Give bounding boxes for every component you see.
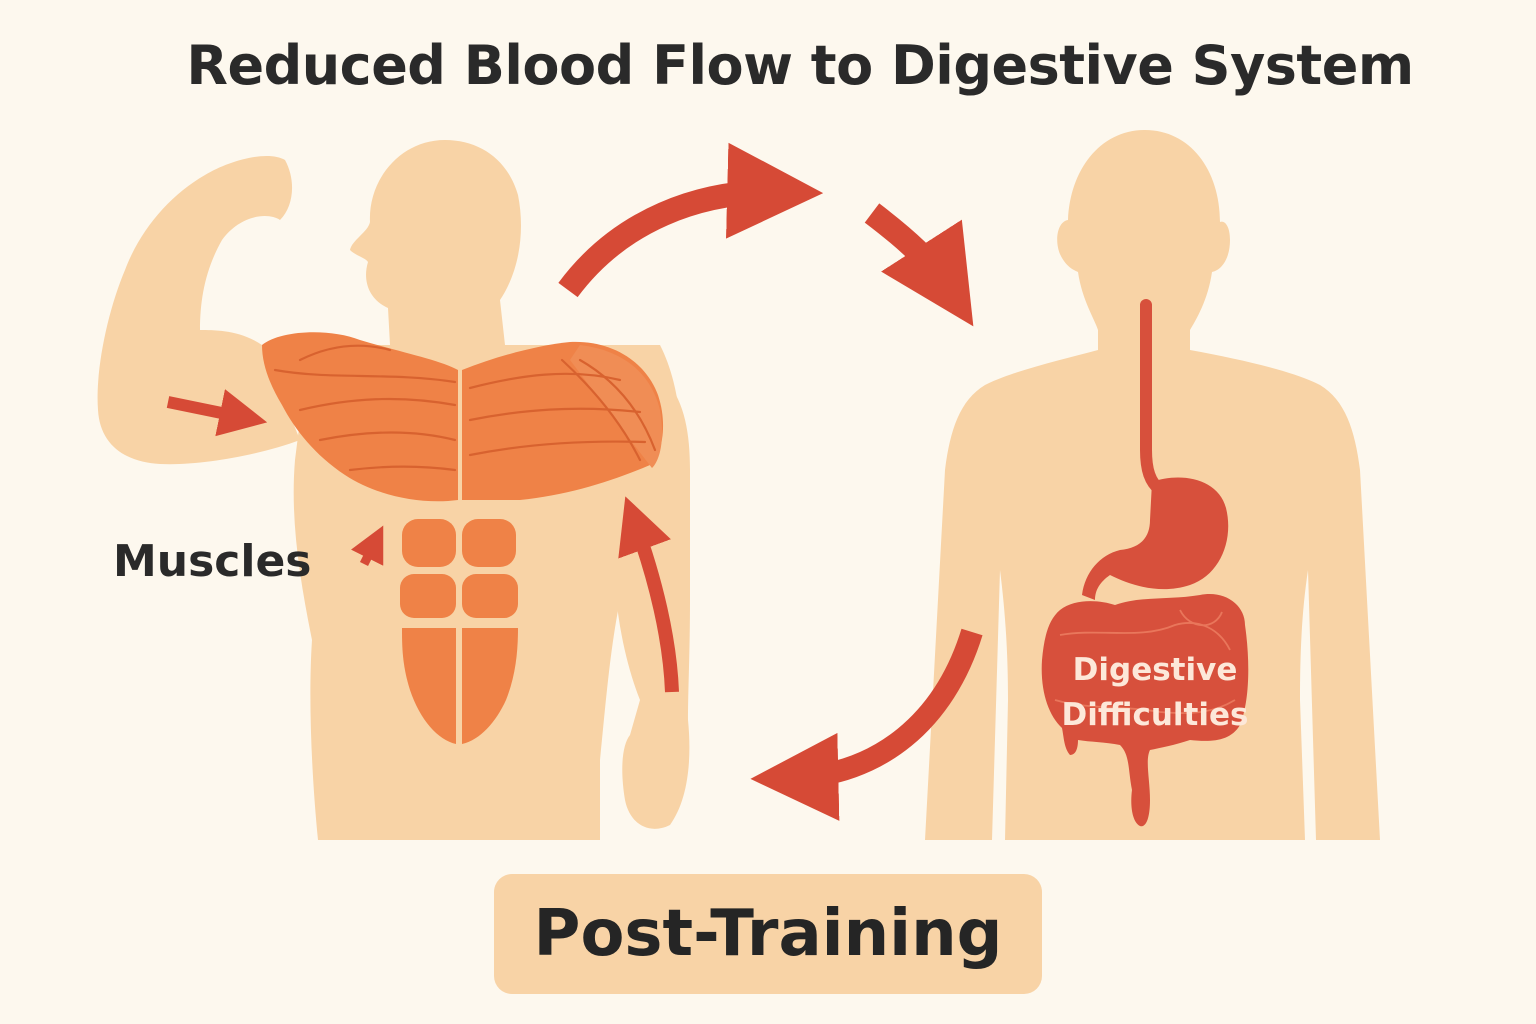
banner-text: Post-Training (533, 897, 1003, 971)
digestive-label-line2: Difficulties (1061, 696, 1249, 733)
flow-arrow-right (864, 203, 974, 327)
flow-arrow-bottom (750, 628, 983, 821)
stomach (1082, 477, 1229, 600)
digestive-difficulties-label: Digestive Difficulties (1040, 648, 1270, 738)
ab-4 (462, 574, 518, 618)
human-silhouette-figure (925, 130, 1380, 840)
silhouette-head (1057, 130, 1230, 350)
flexed-arm (97, 155, 300, 465)
ab-2 (462, 519, 516, 567)
muscle-group (262, 332, 664, 744)
flow-arrow-bicep (166, 389, 268, 437)
flow-arrows (166, 142, 983, 821)
silhouette-body (925, 350, 1380, 840)
post-training-banner: Post-Training (494, 874, 1042, 994)
flow-arrow-abs (351, 525, 384, 567)
digestive-label-line1: Digestive (1072, 652, 1238, 688)
head (350, 140, 521, 345)
ab-1 (402, 519, 456, 567)
digestive-tract-icon (1041, 299, 1249, 827)
muscles-label: Muscles (113, 536, 312, 587)
ab-lower (402, 628, 456, 744)
ab-lower-right (462, 628, 518, 744)
diagram-title: Reduced Blood Flow to Digestive System (186, 34, 1414, 97)
flow-arrow-top (558, 142, 824, 298)
flow-arrow-arm (618, 496, 679, 693)
ab-3 (400, 574, 456, 618)
